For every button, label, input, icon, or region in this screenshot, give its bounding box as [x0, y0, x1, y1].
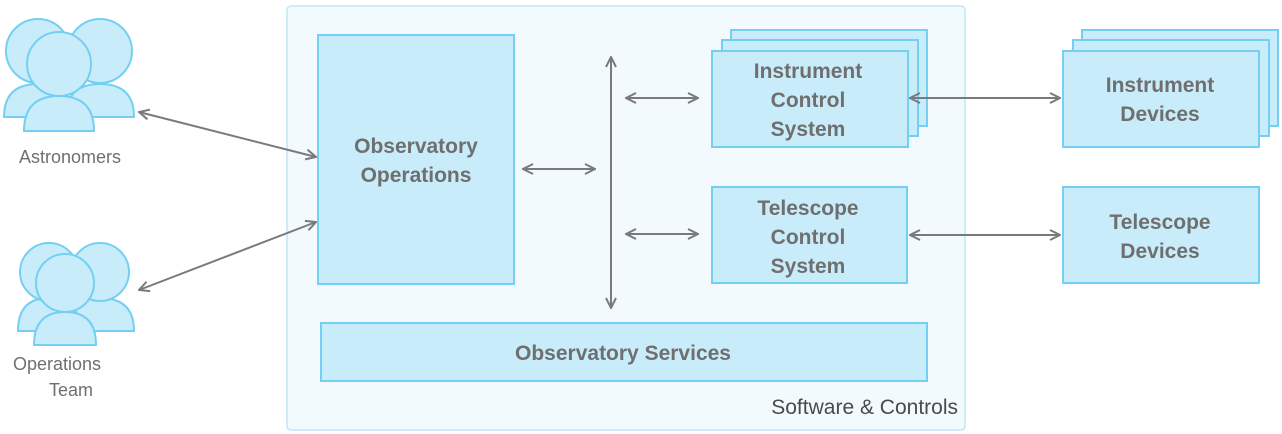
software-controls-label: Software & Controls [771, 396, 958, 419]
telescope-control-system-box [711, 186, 908, 284]
arrow-operations-team-operations [139, 222, 316, 290]
observatory-operations-label-line1: Observatory [354, 135, 478, 158]
instrument-control-system-label-line2: Control [771, 89, 846, 112]
instrument-devices-label-line2: Devices [1120, 103, 1199, 126]
instrument-control-system-label-line3: System [771, 118, 846, 141]
telescope-devices-label-line1: Telescope [1109, 211, 1210, 234]
instrument-devices-box [1062, 50, 1260, 148]
telescope-control-system-label-line3: System [771, 255, 846, 278]
instrument-control-system-box [711, 50, 909, 148]
astronomers-icon [2, 18, 136, 132]
telescope-devices-box [1062, 186, 1260, 284]
observatory-operations-label-line2: Operations [361, 164, 472, 187]
telescope-control-system-label-line2: Control [771, 226, 846, 249]
instrument-devices-label-line1: Instrument [1106, 74, 1215, 97]
telescope-devices-label-line2: Devices [1120, 240, 1199, 263]
operations-team-icon [16, 242, 136, 346]
operations-team-label-line1: Operations [13, 354, 101, 374]
instrument-control-system-label-line1: Instrument [754, 60, 863, 83]
astronomers-label: Astronomers [19, 147, 121, 167]
observatory-services-label: Observatory Services [515, 342, 731, 365]
observatory-services-box [320, 322, 928, 382]
arrow-astronomers-operations [139, 112, 316, 157]
observatory-operations-box [317, 34, 515, 285]
operations-team-label-line2: Team [49, 380, 93, 400]
instrument-control-system-stack [711, 29, 928, 148]
instrument-devices-stack [1062, 29, 1279, 148]
telescope-control-system-label-line1: Telescope [757, 197, 858, 220]
